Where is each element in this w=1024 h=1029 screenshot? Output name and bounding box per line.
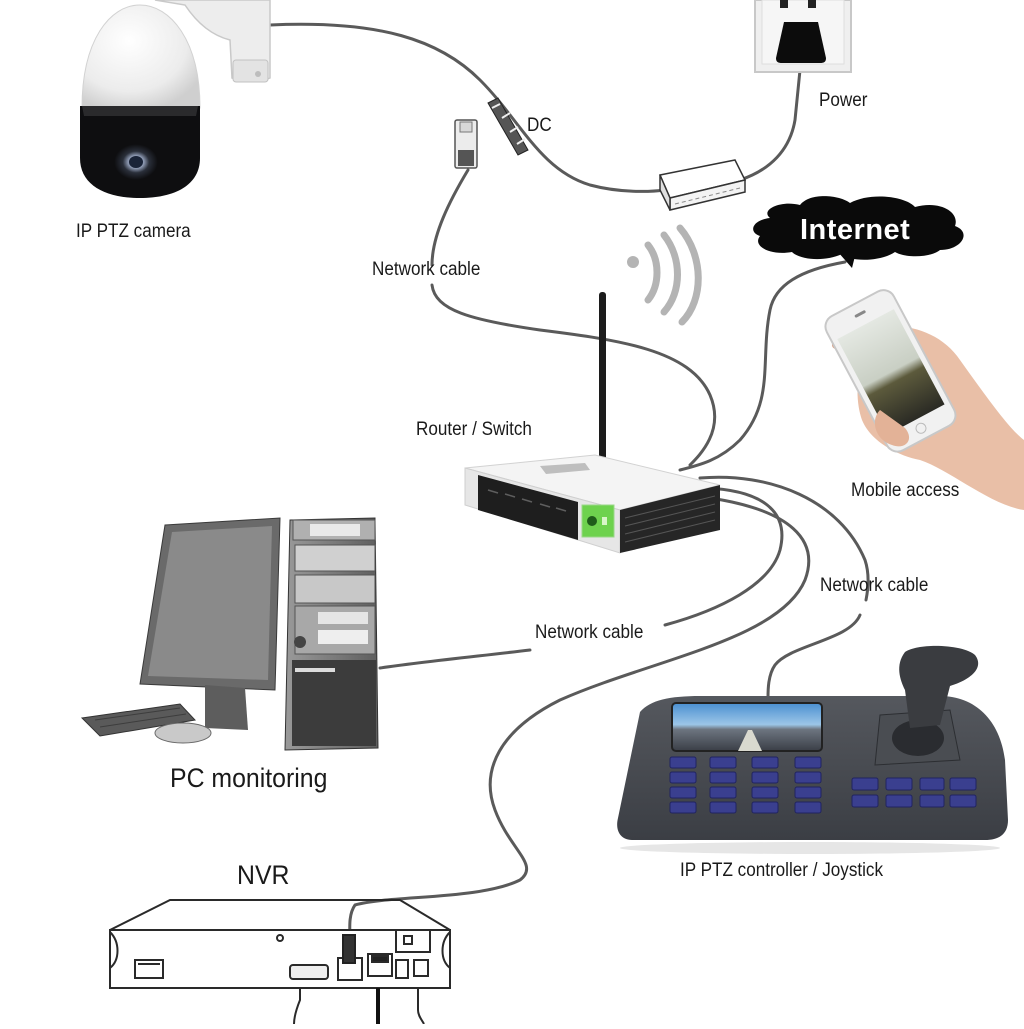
- controller-label: IP PTZ controller / Joystick: [680, 860, 884, 881]
- router-label: Router / Switch: [416, 419, 532, 440]
- cable-router-controller: [698, 475, 870, 700]
- power-label: Power: [819, 90, 868, 111]
- rj45-plug-icon: [454, 119, 478, 169]
- pc-label: PC monitoring: [170, 763, 328, 793]
- ptz-camera-icon: [80, 0, 271, 198]
- dc-connector-icon: [487, 97, 529, 156]
- cable-adapter-power: [738, 68, 802, 182]
- wifi-signal-icon: [627, 224, 702, 326]
- cable-router-pc: [378, 486, 784, 670]
- cable-camera-router: [430, 168, 717, 467]
- cable-internet-router: [678, 260, 847, 472]
- cable-label-router-controller: Network cable: [820, 575, 929, 596]
- camera-label: IP PTZ camera: [76, 221, 191, 242]
- router-icon: [464, 292, 721, 554]
- mobile-label: Mobile access: [851, 480, 960, 501]
- nvr-icon: [109, 899, 451, 1025]
- nvr-label: NVR: [237, 860, 290, 890]
- smartphone-icon: [824, 289, 1024, 510]
- dc-label: DC: [527, 115, 552, 136]
- internet-label: Internet: [800, 214, 911, 246]
- poe-adapter-icon: [658, 159, 747, 211]
- desktop-computer-icon: [80, 517, 379, 751]
- power-outlet-icon: [754, 0, 852, 73]
- joystick-controller-icon: [617, 645, 1008, 854]
- cloud-icon: [753, 196, 964, 268]
- cable-label-camera-router: Network cable: [372, 259, 481, 280]
- cable-camera-power: [268, 22, 667, 193]
- cable-label-router-pc: Network cable: [535, 622, 644, 643]
